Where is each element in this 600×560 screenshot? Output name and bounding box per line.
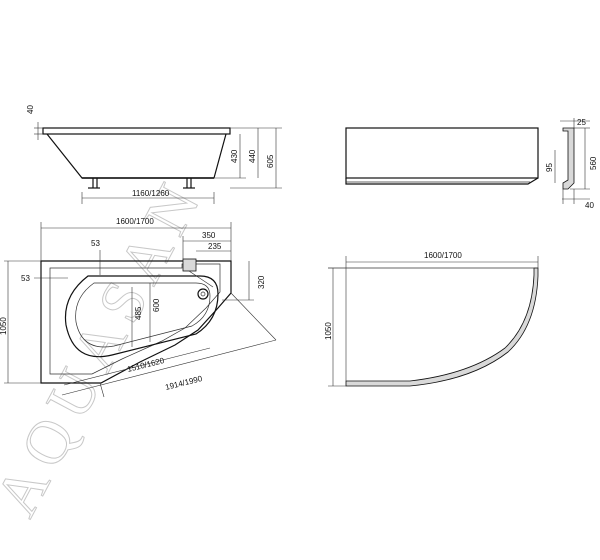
panel-height-label: 560 (589, 156, 598, 170)
panel-gap-label: 95 (545, 163, 554, 172)
plan-depth-label: 1050 (0, 317, 8, 335)
front-panel-shape (345, 267, 539, 387)
panel-body (345, 127, 539, 179)
panel-foot-label: 40 (585, 201, 594, 210)
front-panel-width-label: 1600/1700 (424, 251, 462, 260)
side-height-total-label: 605 (266, 154, 275, 168)
watermark-text: AQUASAN (0, 165, 218, 526)
plan-basin-outer (64, 275, 219, 358)
side-elevation-view: 40 1160/1260 430 440 605 (26, 105, 282, 204)
plan-rim-top-label: 53 (91, 239, 100, 248)
plan-inner-rim (49, 263, 221, 375)
front-panel-plan-view: 1600/1700 1050 (324, 251, 539, 387)
side-depth-inner-label: 430 (230, 149, 239, 163)
plan-diagonal-label: 1914/1990 (164, 374, 203, 392)
plan-drain-offset-label: 350 (202, 231, 216, 240)
plan-overflow-offset-label: 235 (208, 242, 222, 251)
plan-inner-width-max-label: 600 (152, 298, 161, 312)
plan-view: 1600/1700 350 235 53 53 1050 320 485 600… (0, 217, 277, 398)
side-rim-height-label: 40 (26, 105, 35, 114)
plan-valve-height-label: 320 (257, 275, 266, 289)
panel-elevation-view: 25 560 95 40 (345, 118, 598, 210)
side-depth-mid-label: 440 (248, 149, 257, 163)
side-legs (88, 178, 195, 189)
plan-basin-inner (75, 282, 211, 348)
side-rim (42, 127, 231, 135)
panel-profile (562, 127, 575, 190)
plan-drain (197, 288, 209, 300)
plan-valve-box (182, 258, 197, 272)
panel-rim-label: 25 (577, 118, 586, 127)
plan-inner-width-label: 485 (134, 306, 143, 320)
side-length-label: 1160/1260 (132, 189, 170, 198)
side-tub-body (46, 133, 227, 179)
plan-rim-left-label: 53 (21, 274, 30, 283)
plan-width-label: 1600/1700 (116, 217, 154, 226)
front-panel-depth-label: 1050 (324, 322, 333, 340)
